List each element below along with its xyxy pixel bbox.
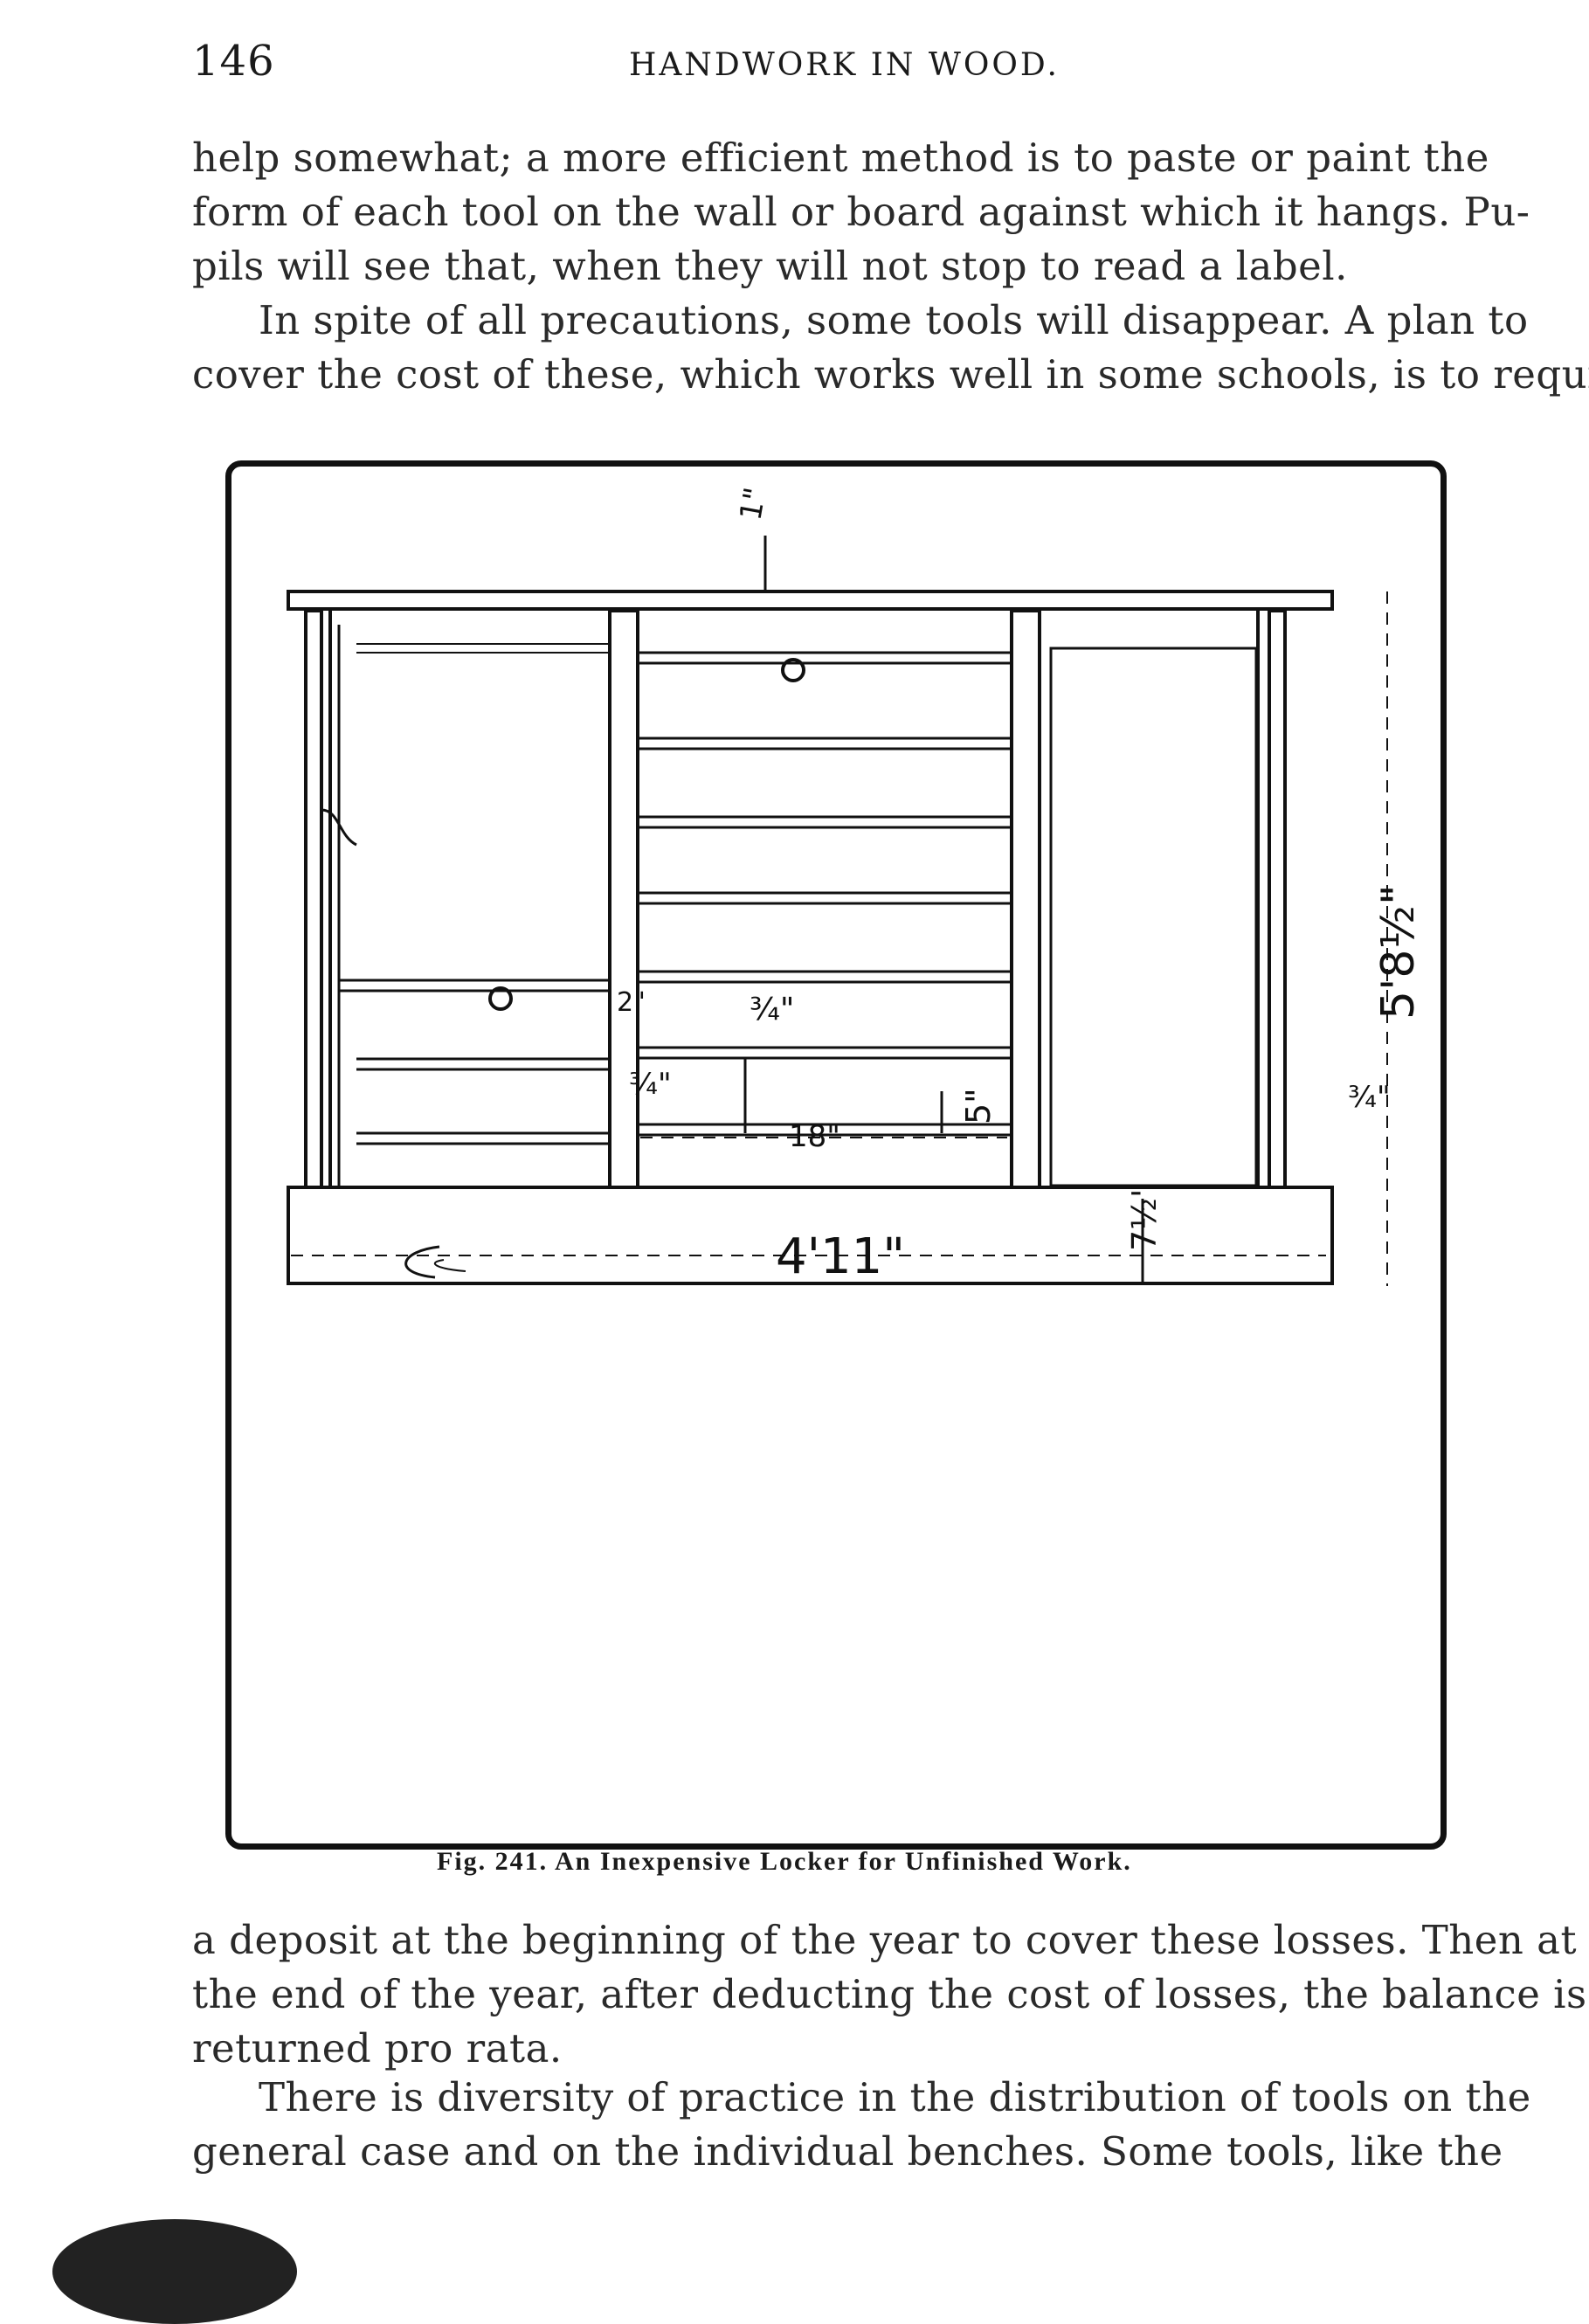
dimension-shelf-spacing: 5" <box>959 1088 998 1124</box>
dimension-top-clearance: 1" <box>733 485 773 523</box>
right-door <box>1049 647 1258 1187</box>
text-line: form of each tool on the wall or board a… <box>192 189 1530 235</box>
ink-blot <box>52 2219 297 2324</box>
left-door-curve <box>321 808 357 847</box>
ring-pull <box>781 658 805 682</box>
text-line: help somewhat; a more efficient method i… <box>192 135 1489 181</box>
dimension-side-thickness: ¾" <box>1348 1080 1391 1115</box>
paragraph-4: There is diversity of practice in the di… <box>192 2071 1531 2179</box>
text-line: In spite of all precautions, some tools … <box>259 297 1529 343</box>
base-board <box>287 1186 1334 1285</box>
figure-caption: Fig. 241. An Inexpensive Locker for Unfi… <box>437 1847 1132 1876</box>
text-line: a deposit at the beginning of the year t… <box>192 1917 1578 1963</box>
right-upright <box>1010 609 1041 1189</box>
dimension-upright-thickness: ¾" <box>629 1067 672 1102</box>
dimension-base-height: 7½" <box>1125 1183 1164 1252</box>
running-head: HANDWORK IN WOOD. <box>629 47 1060 83</box>
dimension-width: 4'11" <box>776 1228 905 1285</box>
left-side <box>304 609 323 1189</box>
text-line: returned pro rata. <box>192 2025 563 2072</box>
top-board <box>287 590 1334 611</box>
dimension-shelf-thickness: ¾" <box>750 992 794 1027</box>
paragraph-2: In spite of all precautions, some tools … <box>192 294 1589 402</box>
text-line: cover the cost of these, which works wel… <box>192 351 1589 398</box>
text-line: There is diversity of practice in the di… <box>259 2074 1531 2120</box>
text-line: pils will see that, when they will not s… <box>192 243 1348 289</box>
text-line: the end of the year, after deducting the… <box>192 1971 1587 2017</box>
dimension-upright-width: 2" <box>617 987 646 1018</box>
dimension-compartment-width: 18" <box>789 1119 840 1154</box>
left-upright <box>608 609 639 1189</box>
ring-pull <box>488 986 513 1011</box>
locker-drawing: 1" 5'8½" ¾" 4'11" 7½" 5" 18" 2" ¾" ¾" <box>287 485 1425 1286</box>
right-side <box>1268 609 1287 1189</box>
page-number: 146 <box>192 37 275 86</box>
paragraph-3: a deposit at the beginning of the year t… <box>192 1913 1587 2076</box>
text-line: general case and on the individual bench… <box>192 2128 1503 2175</box>
dimension-height: 5'8½" <box>1372 884 1425 1020</box>
paragraph-1: help somewhat; a more efficient method i… <box>192 131 1530 294</box>
